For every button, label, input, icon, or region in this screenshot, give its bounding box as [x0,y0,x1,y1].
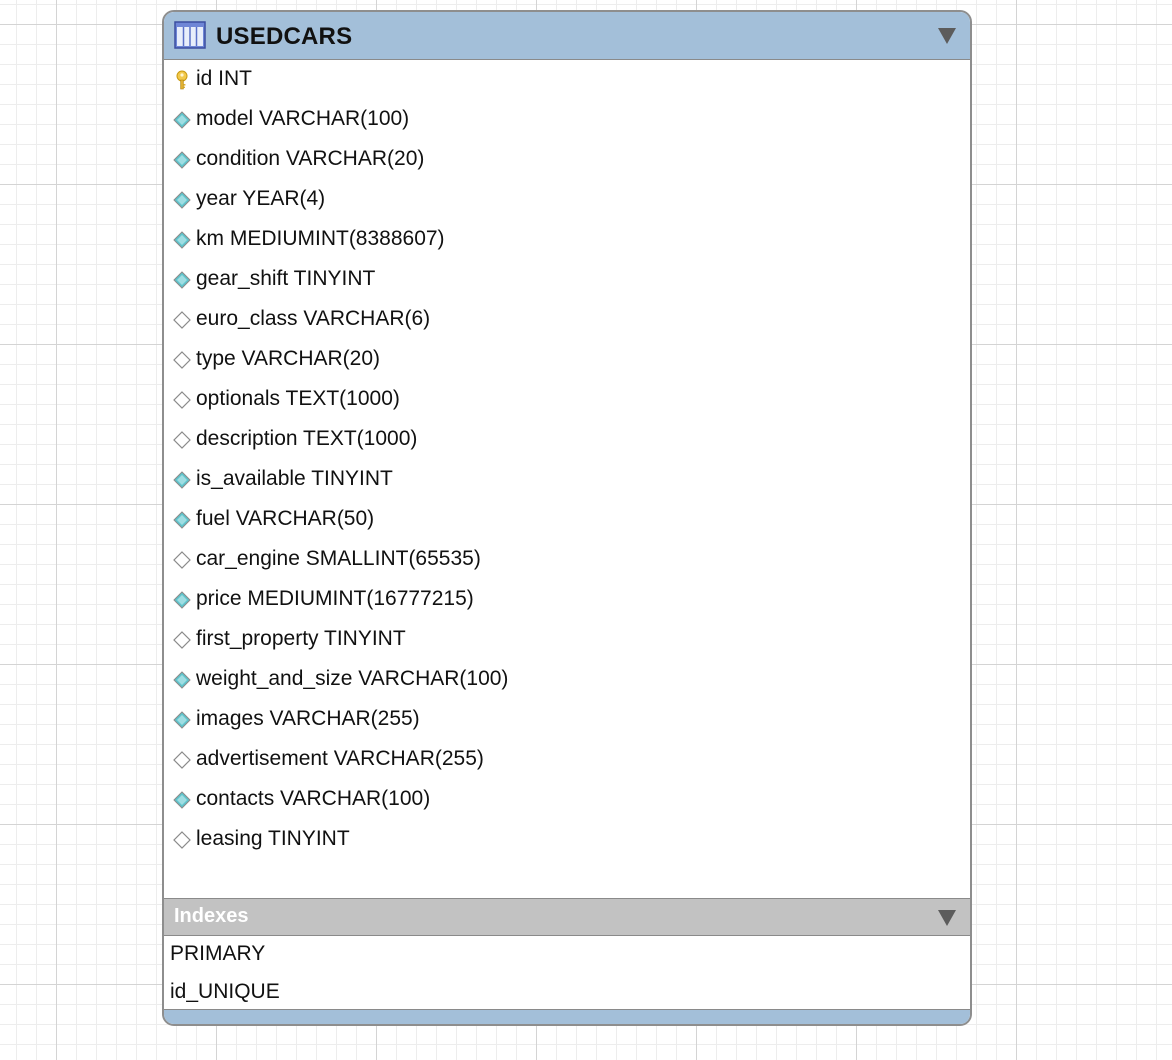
column-label: condition VARCHAR(20) [196,147,425,170]
column-label: is_available TINYINT [196,467,393,490]
index-row[interactable]: PRIMARY [164,936,970,974]
column-label: id INT [196,67,253,90]
index-label: PRIMARY [170,942,266,965]
collapse-arrow-icon[interactable] [938,28,956,44]
column-label: euro_class VARCHAR(6) [196,307,431,330]
column-label: type VARCHAR(20) [196,347,380,370]
collapse-arrow-icon[interactable] [938,910,956,926]
column-label: optionals TEXT(1000) [196,387,400,410]
column-row[interactable]: year YEAR(4) [164,180,970,220]
column-label: first_property TINYINT [196,627,406,650]
column-row[interactable]: is_available TINYINT [164,460,970,500]
column-row[interactable]: leasing TINYINT [164,820,970,860]
table-title: USEDCARS [216,23,353,50]
column-row[interactable]: euro_class VARCHAR(6) [164,300,970,340]
indexes-title: Indexes [174,905,249,927]
column-label: price MEDIUMINT(16777215) [196,587,474,610]
index-row[interactable]: id_UNIQUE [164,974,970,1012]
table-grid-icon [174,21,206,49]
column-row[interactable]: advertisement VARCHAR(255) [164,740,970,780]
column-row[interactable]: weight_and_size VARCHAR(100) [164,660,970,700]
column-label: advertisement VARCHAR(255) [196,747,484,770]
column-row[interactable]: gear_shift TINYINT [164,260,970,300]
column-row[interactable]: fuel VARCHAR(50) [164,500,970,540]
column-row[interactable]: price MEDIUMINT(16777215) [164,580,970,620]
column-row[interactable]: id INT [164,60,970,100]
column-label: km MEDIUMINT(8388607) [196,227,445,250]
table-footer-bar [164,1009,970,1024]
table-title-bar[interactable]: USEDCARS [164,12,970,60]
index-list: PRIMARY id_UNIQUE [164,936,970,1012]
column-row[interactable]: car_engine SMALLINT(65535) [164,540,970,580]
column-row[interactable]: description TEXT(1000) [164,420,970,460]
column-row[interactable]: type VARCHAR(20) [164,340,970,380]
column-label: contacts VARCHAR(100) [196,787,431,810]
column-label: weight_and_size VARCHAR(100) [196,667,509,690]
table-usedcars[interactable]: USEDCARS id INT model VARCHAR(100) conditi… [162,10,972,1026]
column-row[interactable]: optionals TEXT(1000) [164,380,970,420]
column-label: car_engine SMALLINT(65535) [196,547,481,570]
column-label: images VARCHAR(255) [196,707,420,730]
column-row[interactable]: contacts VARCHAR(100) [164,780,970,820]
column-label: model VARCHAR(100) [196,107,410,130]
column-list: id INT model VARCHAR(100) condition VARCHA… [164,60,970,898]
column-row[interactable]: model VARCHAR(100) [164,100,970,140]
indexes-header[interactable]: Indexes [164,898,970,936]
column-row[interactable]: condition VARCHAR(20) [164,140,970,180]
column-label: year YEAR(4) [196,187,326,210]
index-label: id_UNIQUE [170,980,280,1003]
column-label: description TEXT(1000) [196,427,418,450]
column-row[interactable]: images VARCHAR(255) [164,700,970,740]
column-label: fuel VARCHAR(50) [196,507,375,530]
column-label: gear_shift TINYINT [196,267,376,290]
column-row[interactable]: km MEDIUMINT(8388607) [164,220,970,260]
column-row[interactable]: first_property TINYINT [164,620,970,660]
column-label: leasing TINYINT [196,827,350,850]
